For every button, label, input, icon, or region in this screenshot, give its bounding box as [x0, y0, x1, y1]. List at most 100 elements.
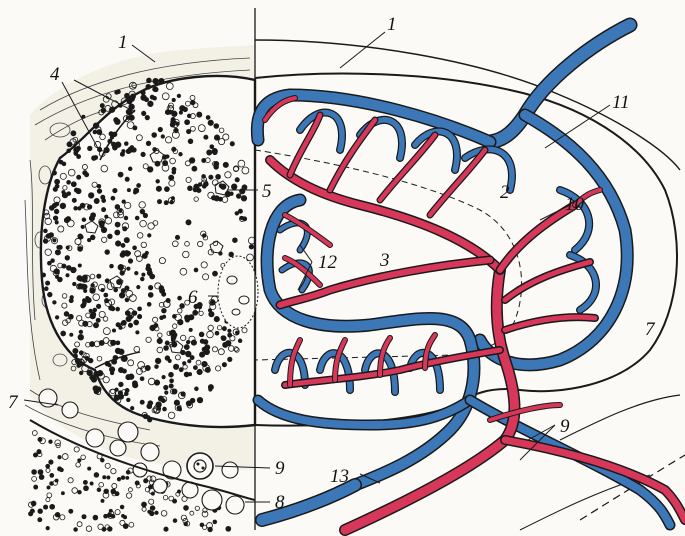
lymphocyte-dot [67, 180, 71, 184]
lymphocyte-dot [222, 327, 226, 331]
lymphocyte-dot [147, 268, 151, 272]
lymphocyte-dot [58, 245, 62, 249]
lymphocyte-dot [161, 399, 165, 403]
lymphocyte-dot [110, 264, 114, 268]
lymphocyte-dot [208, 309, 211, 312]
lymphocyte-dot [86, 526, 92, 532]
lymphocyte-dot [84, 289, 87, 292]
lymphocyte-dot [216, 174, 221, 179]
lymphocyte-dot [48, 292, 53, 297]
lymphocyte-dot [50, 504, 55, 509]
lymphocyte-dot [102, 208, 106, 212]
lymphocyte-dot [46, 281, 50, 285]
lymphocyte-dot [104, 299, 108, 303]
lymphocyte-dot [163, 495, 168, 500]
lymphocyte-dot [97, 189, 102, 194]
lymphocyte-dot [84, 486, 89, 491]
lymphocyte-dot [236, 194, 241, 199]
lymphocyte-dot [135, 216, 139, 220]
lymphocyte-dot [132, 311, 137, 316]
lymphocyte-dot [179, 152, 183, 156]
lymphocyte-dot [228, 333, 232, 337]
lymphocyte-dot [205, 367, 210, 372]
lymphocyte-dot [71, 131, 76, 136]
lymphocyte-dot [119, 382, 124, 387]
lymphocyte-dot [157, 338, 162, 343]
lymphocyte-dot [111, 340, 116, 345]
lymphocyte-dot [112, 359, 117, 364]
lymphocyte-dot [64, 312, 69, 317]
lymphocyte-dot [190, 511, 194, 515]
lymphocyte-dot [83, 171, 87, 175]
lymphocyte-dot [69, 509, 73, 513]
lymphocyte-dot [145, 251, 148, 254]
lymphocyte-dot [55, 440, 61, 446]
lymphocyte-dot [115, 205, 120, 210]
lymphocyte-dot [101, 195, 105, 199]
lymphocyte-dot [90, 235, 95, 240]
lymphocyte-dot [105, 361, 110, 366]
lymphocyte-dot [128, 323, 132, 327]
lymphocyte-dot [202, 525, 206, 529]
lymphocyte-dot [170, 379, 174, 383]
lymphocyte-dot [116, 350, 120, 354]
lymphocyte-dot [146, 141, 150, 145]
lymphocyte-dot [82, 299, 86, 303]
lymphocyte-dot [120, 505, 124, 509]
lymphocyte-dot [104, 147, 109, 152]
lymphocyte-dot [117, 279, 122, 284]
lymphocyte-dot [185, 318, 189, 322]
lymphocyte-dot [112, 145, 117, 150]
lymphocyte-dot [103, 476, 106, 479]
lymphocyte-dot [191, 100, 196, 105]
lymphocyte-dot [197, 397, 202, 402]
lymphocyte-dot [214, 161, 219, 166]
lymphocyte-dot [194, 184, 200, 190]
lymphocyte-dot [118, 172, 123, 177]
lymphocyte-dot [97, 184, 101, 188]
lymphocyte-dot [105, 215, 108, 218]
lymphocyte-dot [150, 511, 154, 515]
label-9-right: 9 [560, 416, 570, 437]
lymphocyte-dot [235, 178, 239, 182]
lymphocyte-dot [83, 480, 87, 484]
lymphocyte-dot [87, 205, 92, 210]
lymphocyte-dot [209, 175, 213, 179]
lymphocyte-dot [125, 311, 130, 316]
lymphocyte-dot [162, 315, 165, 318]
lymphocyte-dot [169, 175, 174, 180]
lymphocyte-dot [199, 332, 204, 337]
lymphocyte-dot [159, 78, 164, 83]
lymphocyte-dot [33, 453, 37, 457]
lymphocyte-dot [186, 220, 191, 225]
lymphocyte-dot [49, 460, 53, 464]
lymphocyte-dot [169, 372, 174, 377]
lymphocyte-dot [99, 221, 104, 226]
lymphocyte-dot [126, 149, 131, 154]
label-4: 4 [50, 64, 60, 85]
lymphocyte-dot [162, 375, 165, 378]
lymphocyte-dot [181, 515, 186, 520]
lymphocyte-dot [115, 90, 119, 94]
lymphocyte-dot [57, 467, 61, 471]
lymphocyte-dot [38, 518, 42, 522]
label-1-right: 1 [387, 14, 397, 35]
label-7-left: 7 [8, 392, 19, 413]
lymphocyte-dot [190, 356, 194, 360]
lymphocyte-dot [140, 400, 144, 404]
lymphocyte-dot [148, 292, 153, 297]
lymphocyte-dot [208, 120, 213, 125]
lymphocyte-dot [123, 524, 128, 529]
lymphocyte-dot [241, 196, 246, 201]
lymphocyte-dot [135, 271, 138, 274]
lymphocyte-dot [59, 160, 63, 164]
lymphocyte-dot [61, 492, 64, 495]
lymphocyte-dot [214, 124, 219, 129]
lymphocyte-dot [162, 308, 167, 313]
lymphocyte-dot [62, 454, 68, 460]
lymphocyte-dot [60, 203, 66, 209]
lymphocyte-dot [128, 374, 133, 379]
lymphocyte-dot [169, 331, 173, 335]
label-3: 3 [379, 250, 390, 271]
